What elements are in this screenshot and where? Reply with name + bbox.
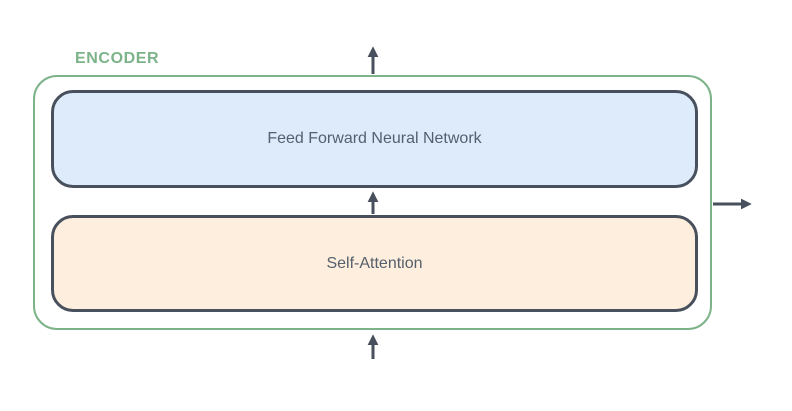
encoder-container xyxy=(33,75,712,330)
encoder-label: ENCODER xyxy=(75,50,160,67)
feed-forward-block: Feed Forward Neural Network xyxy=(51,90,698,188)
feed-forward-label: Feed Forward Neural Network xyxy=(267,130,482,147)
self-attention-label: Self-Attention xyxy=(326,254,423,272)
self-attention-block: Self-Attention xyxy=(51,215,698,312)
